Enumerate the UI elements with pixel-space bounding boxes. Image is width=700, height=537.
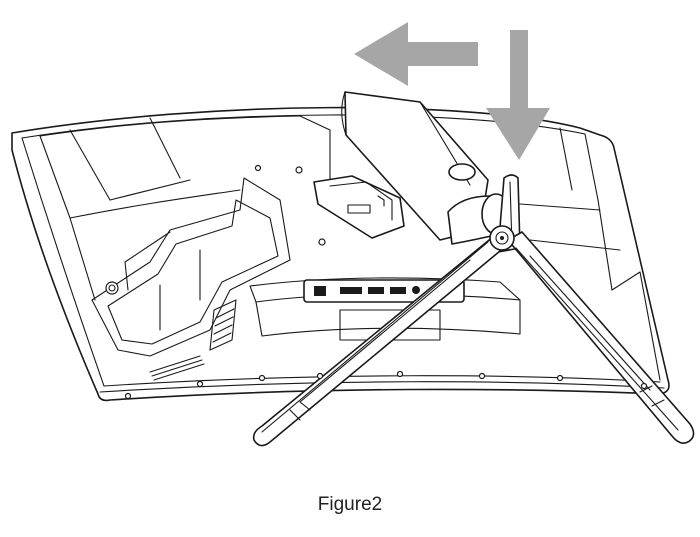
monitor-back-panel	[11, 106, 670, 402]
hdmi-port-2-icon	[368, 287, 384, 294]
center-rear-housing	[249, 164, 521, 341]
stand-upper-arm	[313, 91, 511, 245]
bottom-screw-row	[124, 370, 648, 400]
audio-jack-icon	[412, 286, 420, 294]
power-port-icon	[314, 286, 326, 296]
left-arrow-icon	[354, 22, 478, 86]
stand-base	[252, 174, 695, 447]
vesa-hole-icon	[295, 166, 303, 174]
down-arrow-icon	[486, 30, 550, 160]
joystick-button-icon	[105, 281, 119, 295]
displayport-icon	[390, 287, 406, 294]
figure-caption: Figure2	[317, 494, 383, 515]
hdmi-port-1-icon	[340, 287, 362, 294]
left-accent-panel	[91, 177, 291, 381]
